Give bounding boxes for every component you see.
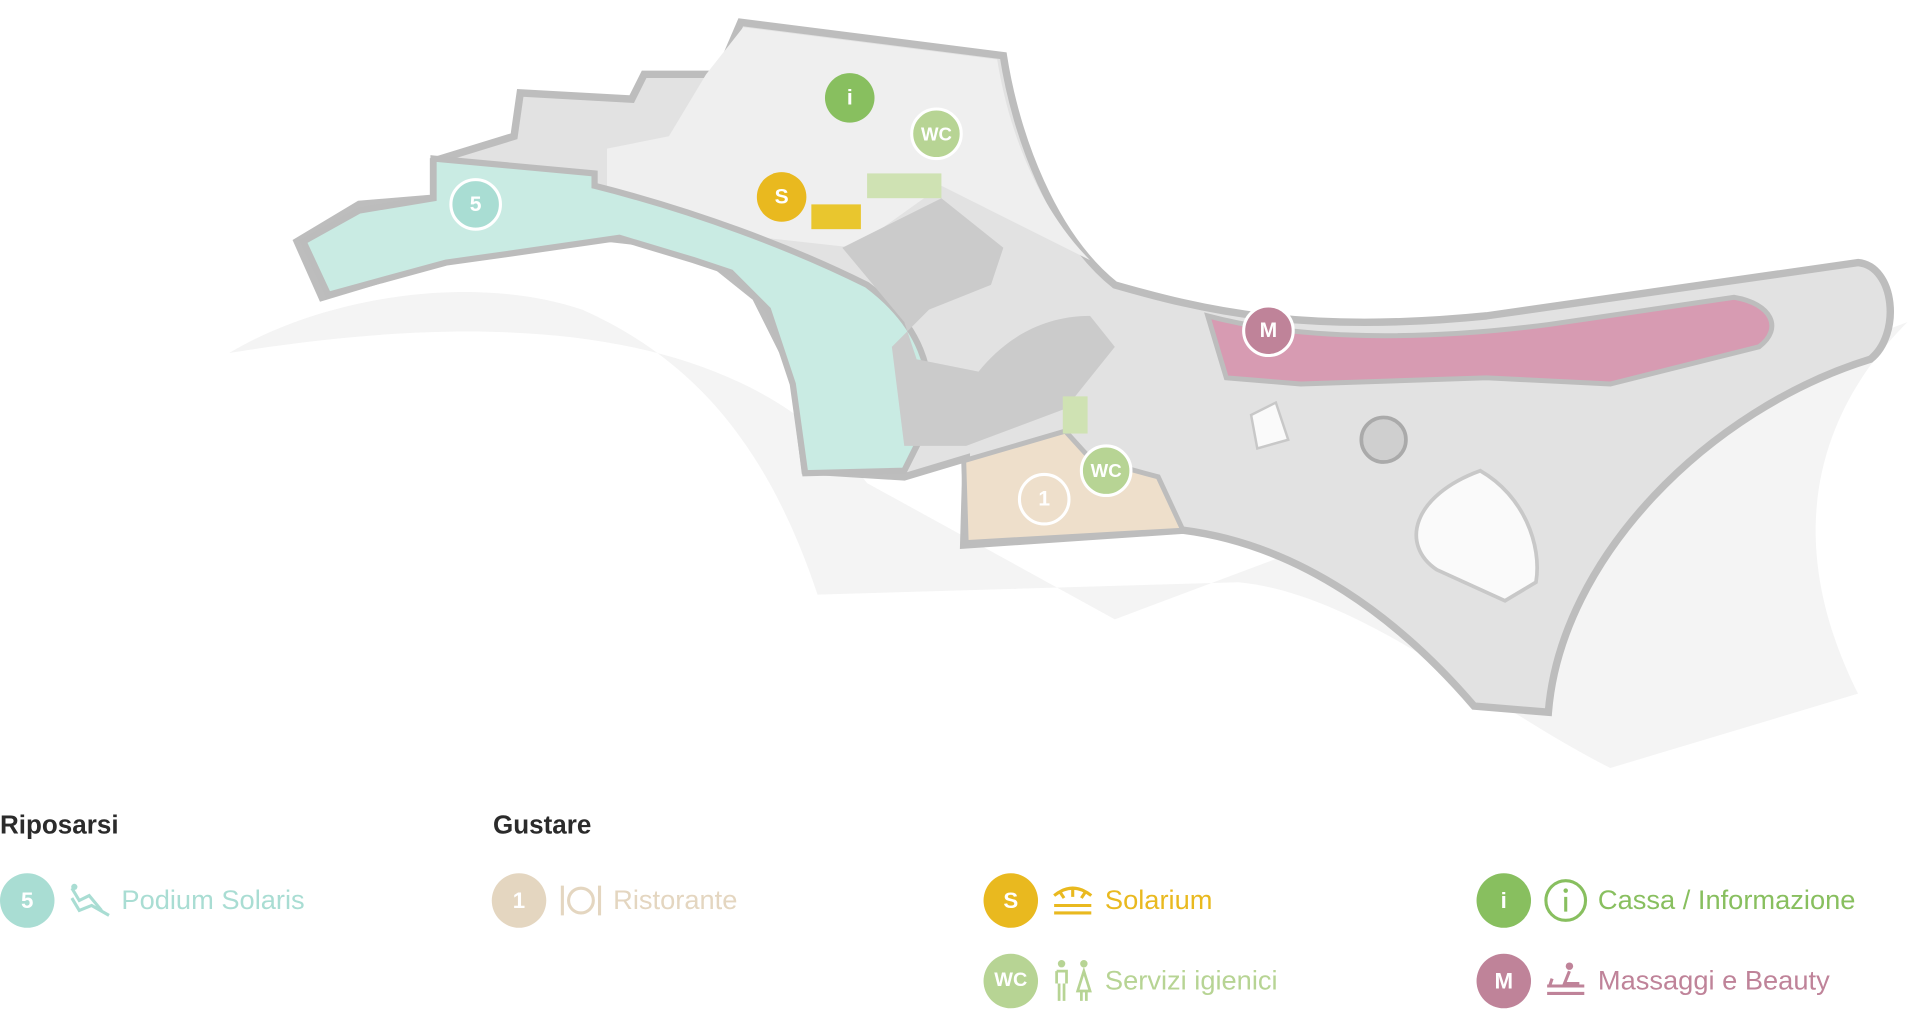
massage-badge: M — [1476, 953, 1532, 1009]
marker-label: 1 — [1038, 488, 1050, 511]
round-feature — [1359, 415, 1408, 464]
info-label: Cassa / Informazione — [1597, 884, 1856, 916]
solarium-label: Solarium — [1104, 884, 1213, 916]
restaurant-label: Ristorante — [613, 884, 738, 916]
sunbed-lamp-icon — [1048, 881, 1098, 921]
massage-area — [1204, 294, 1775, 387]
wc-badge: WC — [983, 953, 1039, 1009]
floor-plan-map: iWC S 5M WC 1 — [229, 18, 1908, 768]
solarium-badge: S — [983, 873, 1039, 928]
marker-label: S — [775, 185, 789, 208]
map-marker-info[interactable]: i — [824, 73, 875, 123]
map-marker-restaurant[interactable]: 1 — [1017, 472, 1071, 526]
solarium-area — [811, 204, 861, 230]
central-block — [842, 198, 1115, 446]
legend-item-ristorante[interactable]: 1 Ristorante — [491, 873, 738, 928]
legend-item-solarium[interactable]: S Solarium — [983, 873, 1213, 928]
lounger-icon — [64, 881, 114, 921]
marker-label: 5 — [470, 193, 482, 216]
marker-label: WC — [1091, 460, 1122, 481]
marker-label: i — [847, 86, 853, 109]
wc-area-top — [867, 173, 942, 199]
restroom-people-icon — [1048, 959, 1098, 1001]
map-marker-wc-bottom[interactable]: WC — [1079, 444, 1133, 498]
podium-badge: 5 — [0, 873, 55, 928]
legend-item-servizi-igienici[interactable]: WC Servizi igienici — [983, 953, 1278, 1009]
marker-circle — [824, 73, 875, 123]
map-marker-solarium[interactable]: S — [756, 172, 807, 222]
legend-heading-riposarsi: Riposarsi — [0, 811, 119, 840]
reception-area — [606, 27, 1091, 261]
info-circle-icon — [1541, 879, 1591, 922]
marker-label: WC — [921, 123, 952, 144]
wc-label: Servizi igienici — [1104, 964, 1278, 996]
marker-label: M — [1260, 319, 1278, 342]
massage-label: Massaggi e Beauty — [1597, 964, 1830, 996]
podium-label: Podium Solaris — [121, 884, 305, 916]
marker-circle — [910, 107, 963, 161]
legend-heading-gustare: Gustare — [493, 811, 592, 840]
wc-area-bottom — [1062, 396, 1088, 434]
map-marker-podium[interactable]: 5 — [449, 178, 502, 231]
legend-item-massaggi-beauty[interactable]: M Massaggi e Beauty — [1476, 953, 1830, 1009]
marker-circle — [449, 178, 502, 231]
cutlery-plate-icon — [556, 881, 606, 921]
marker-circle — [1079, 444, 1133, 498]
massage-icon — [1541, 961, 1591, 1001]
spiral-staircase — [1414, 468, 1539, 603]
legend-item-podium-solaris[interactable]: 5 Podium Solaris — [0, 873, 305, 928]
map-marker-massage[interactable]: M — [1242, 304, 1295, 358]
legend-item-cassa-informazione[interactable]: i Cassa / Informazione — [1476, 873, 1856, 928]
marker-circle — [1017, 472, 1071, 526]
info-badge: i — [1476, 873, 1532, 928]
stairs-small — [1249, 400, 1290, 450]
marker-circle — [1242, 304, 1295, 358]
map-marker-wc-top[interactable]: WC — [910, 107, 963, 161]
restaurant-badge: 1 — [491, 873, 547, 928]
marker-circle — [756, 172, 807, 222]
